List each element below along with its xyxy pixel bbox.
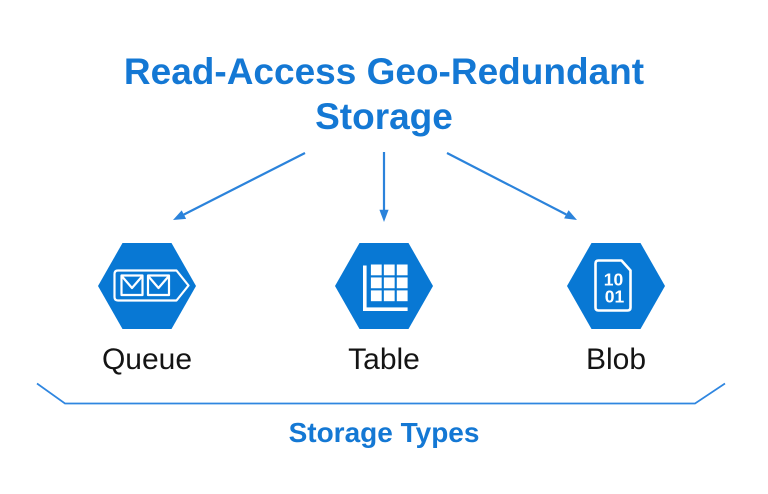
queue-hexagon: [98, 243, 196, 329]
arrow-line: [446, 152, 567, 216]
arrow-line: [183, 152, 306, 216]
table-label: Table: [348, 343, 420, 376]
arrow-to-blob: [446, 152, 577, 220]
arrowhead-icon: [173, 210, 187, 220]
blob-binary-file-icon: 10 01: [594, 259, 632, 312]
blob-label: Blob: [585, 343, 647, 376]
arrow-to-queue: [173, 152, 306, 220]
binary-digits-line2: 01: [605, 287, 625, 307]
table-node: Table: [304, 243, 464, 377]
arrowhead-icon: [564, 210, 577, 220]
table-grid-icon: [363, 264, 408, 311]
storage-types-caption: Storage Types: [288, 417, 480, 448]
blob-hexagon: 10 01: [567, 243, 665, 329]
queue-label: Queue: [101, 343, 193, 376]
binary-digits-line1: 10: [604, 270, 624, 290]
table-hexagon: [335, 243, 433, 329]
arrowhead-icon: [379, 209, 389, 222]
queue-node: Queue: [67, 243, 227, 377]
page-title: Read-Access Geo-Redundant Storage: [123, 51, 645, 137]
storage-types-bracket: [36, 382, 726, 405]
arrow-to-table: [379, 152, 389, 222]
hexagon-shape: [567, 243, 665, 329]
queue-envelopes-icon: [113, 269, 190, 302]
blob-node: 10 01 Blob: [536, 243, 696, 377]
